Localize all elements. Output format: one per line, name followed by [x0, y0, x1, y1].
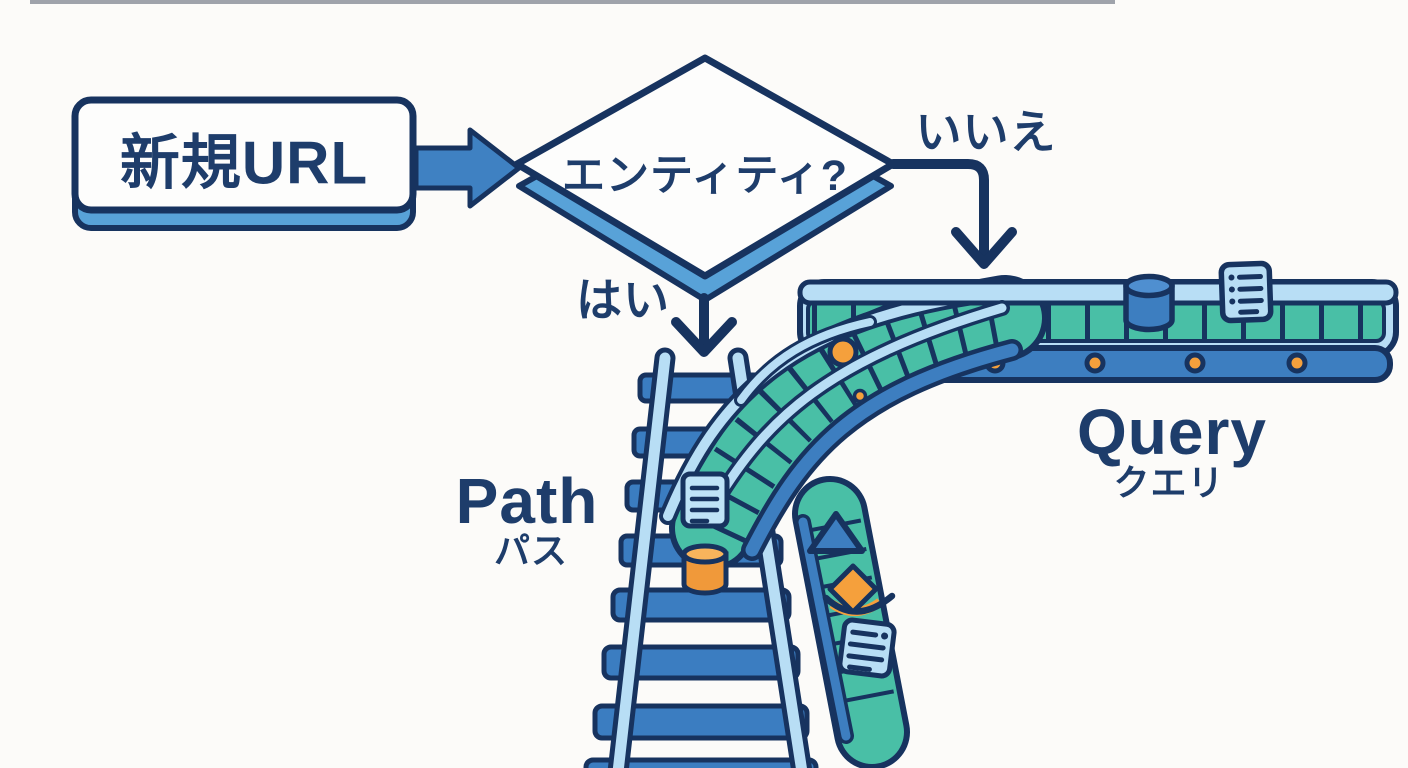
diamond-page-icon [822, 563, 896, 616]
yes-branch-label: はい [576, 274, 670, 326]
curve-roller-small [852, 388, 868, 404]
list-document-icon [1218, 260, 1274, 324]
database-cylinder-icon [1123, 273, 1175, 333]
query-label: Query [1077, 396, 1267, 468]
belt-top-rail [797, 279, 1399, 306]
start-node-label: 新規URL [119, 129, 369, 197]
start-node [71, 96, 417, 231]
path-label-ja: パス [493, 530, 569, 571]
switch-rails [708, 300, 1010, 510]
yes-branch-arrow [671, 293, 737, 357]
no-branch-label: いいえ [915, 106, 1057, 158]
triangle-icon [807, 511, 865, 554]
decision-node [513, 54, 897, 303]
document-icon [680, 471, 730, 529]
database-cylinder-orange-icon [681, 543, 729, 596]
decision-node-label: エンティティ? [561, 152, 849, 200]
right-arrow-icon [413, 127, 522, 209]
query-label-ja: クエリ [1113, 462, 1225, 503]
no-branch-arrow [888, 159, 1017, 269]
document-icon-side [837, 617, 897, 679]
path-label: Path [455, 465, 599, 537]
